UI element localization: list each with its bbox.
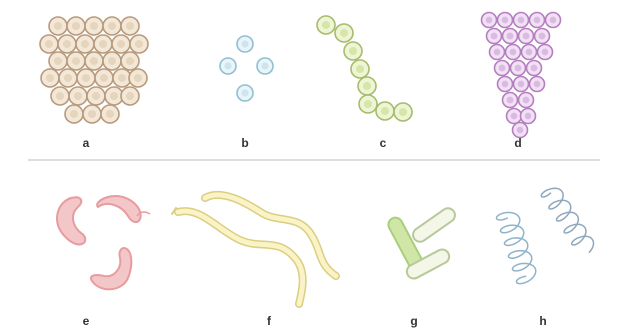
coccus-nucleus [118,74,126,82]
label-g: g [410,314,417,328]
coccus-nucleus [518,17,525,24]
coccus-nucleus [494,49,501,56]
coccus-nucleus [70,110,78,118]
coccus-nucleus [526,49,533,56]
coccus-nucleus [45,40,53,48]
coccus-nucleus [502,81,509,88]
coccus-nucleus [92,92,100,100]
coccus-nucleus [507,33,514,40]
label-d: d [514,136,521,150]
label-f: f [267,314,272,328]
long-wavy-rods [172,195,336,304]
spirochetes [497,188,594,283]
coccus-nucleus [363,82,371,90]
coccus-nucleus [340,29,348,37]
coccus-nucleus [364,100,372,108]
vibrio-cell [91,248,131,289]
coccus-nucleus [261,62,268,69]
coccus-nucleus [515,65,522,72]
coccus-nucleus [534,17,541,24]
spirochete-cell [497,213,536,284]
coccus-nucleus [126,57,134,65]
label-c: c [380,136,387,150]
label-a: a [83,136,90,150]
vibrio-curved-rods [57,196,141,289]
coccus-nucleus [241,40,248,47]
streptococci-chain [317,16,412,121]
tetrad-cocci [220,36,273,101]
coccus-nucleus [134,74,142,82]
coccus-nucleus [108,22,116,30]
coccus-nucleus [108,57,116,65]
coccus-nucleus [399,108,407,116]
coccus-nucleus [510,49,517,56]
coccus-nucleus [349,47,357,55]
vibrio-cell [97,196,141,222]
coccus-nucleus [126,22,134,30]
coccus-nucleus [88,110,96,118]
coccus-nucleus [356,65,364,73]
coccus-nucleus [241,89,248,96]
coccus-nucleus [531,65,538,72]
label-h: h [539,314,546,328]
coccus-nucleus [486,17,493,24]
vibrio-cell [57,197,85,244]
coccus-nucleus [63,40,71,48]
coccus-nucleus [534,81,541,88]
coccus-nucleus [54,22,62,30]
coccus-nucleus [523,33,530,40]
coccus-nucleus [82,74,90,82]
coccus-nucleus [81,40,89,48]
coccus-nucleus [46,74,54,82]
coccus-nucleus [74,92,82,100]
coccus-nucleus [224,62,231,69]
coccus-nucleus [322,21,330,29]
bacillus-cell [410,206,457,245]
label-b: b [241,136,248,150]
coccus-nucleus [523,97,530,104]
coccus-nucleus [117,40,125,48]
coccus-nucleus [525,113,532,120]
coccus-nucleus [550,17,557,24]
coccus-nucleus [90,22,98,30]
label-e: e [83,314,90,328]
coccus-nucleus [135,40,143,48]
coccus-nucleus [539,33,546,40]
coccus-nucleus [56,92,64,100]
coccus-nucleus [72,57,80,65]
sarcina-cluster [482,13,561,138]
coccus-nucleus [517,127,524,134]
coccus-nucleus [518,81,525,88]
coccus-nucleus [511,113,518,120]
coccus-nucleus [72,22,80,30]
coccus-nucleus [64,74,72,82]
coccus-nucleus [99,40,107,48]
coccus-nucleus [90,57,98,65]
coccus-nucleus [110,92,118,100]
spirochete-cell [541,188,593,252]
coccus-nucleus [542,49,549,56]
bacilli-rods [386,206,458,281]
coccus-nucleus [491,33,498,40]
coccus-nucleus [381,107,389,115]
coccus-nucleus [100,74,108,82]
coccus-nucleus [54,57,62,65]
coccus-nucleus [499,65,506,72]
coccus-nucleus [502,17,509,24]
staphylococci-cluster [40,17,148,123]
coccus-nucleus [507,97,514,104]
coccus-nucleus [106,110,114,118]
coccus-nucleus [126,92,134,100]
